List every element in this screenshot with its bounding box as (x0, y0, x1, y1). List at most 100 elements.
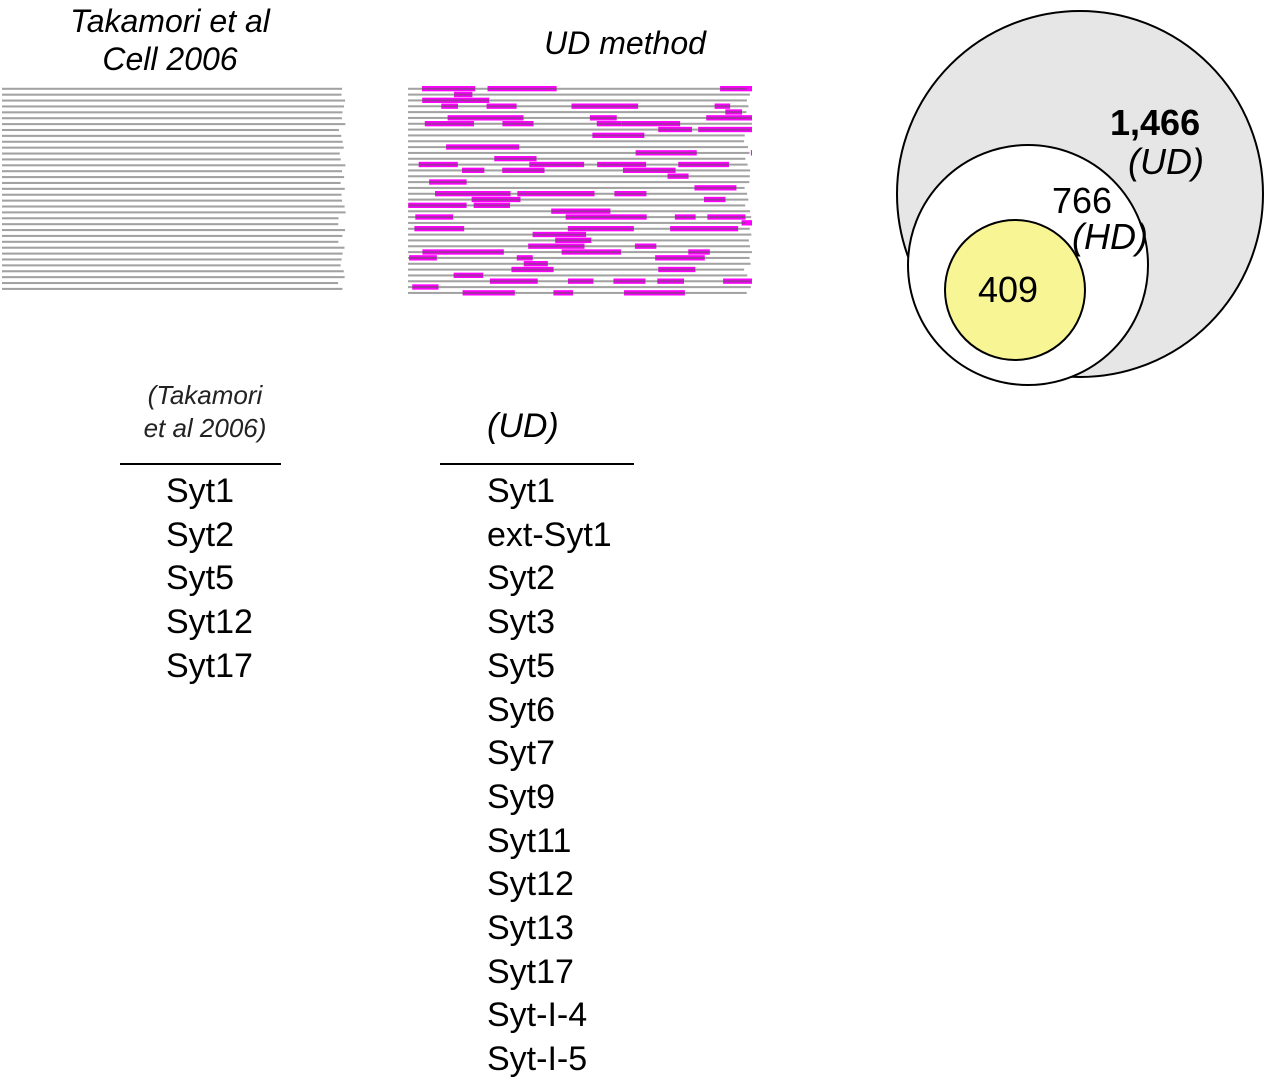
sequence-line (2, 193, 342, 196)
sequence-line (2, 152, 340, 155)
list-item: Syt17 (166, 646, 253, 685)
right-list-header: (UD) (487, 407, 559, 445)
sequence-line (2, 164, 346, 167)
sequence-line (2, 176, 345, 179)
left-list-divider (120, 463, 281, 465)
sequence-line (408, 221, 746, 224)
sequence-line (408, 233, 752, 236)
sequence-line (2, 158, 341, 161)
ud-sequence-image (408, 86, 752, 296)
sequence-line (408, 128, 751, 131)
sequence-line (408, 105, 749, 108)
middle-panel-title: UD method (544, 25, 706, 61)
sequence-line (2, 240, 339, 243)
left-title-line-1: Takamori et al (70, 3, 270, 39)
list-item: Syt1 (166, 472, 235, 510)
hd-label: (HD) (1072, 216, 1148, 257)
takamori-sequence-image (2, 86, 346, 292)
sequence-line (408, 122, 752, 125)
sequence-line (408, 274, 748, 277)
venn-diagram (896, 10, 1264, 386)
list-item: Syt2 (166, 515, 235, 554)
sequence-line (408, 262, 751, 265)
sequence-line (408, 134, 745, 137)
sequence-line (2, 205, 345, 208)
list-item: Syt11 (487, 821, 572, 860)
left-header-line-2: et al 2006) (143, 413, 267, 443)
sequence-line (408, 116, 752, 119)
sequence-line (408, 291, 747, 294)
sequence-line (2, 140, 343, 143)
sequence-line (408, 146, 748, 149)
sequence-line (408, 198, 749, 201)
sequence-line (408, 163, 748, 166)
right-list-divider (440, 463, 634, 465)
list-item: Syt1 (487, 472, 556, 510)
sequence-line (2, 187, 345, 190)
list-item: Syt12 (487, 865, 574, 904)
sequence-line (2, 105, 345, 108)
sequence-line (2, 211, 346, 214)
list-item: Syt5 (166, 559, 235, 598)
sequence-line (408, 227, 750, 230)
list-item: Syt12 (166, 603, 253, 642)
ud-label: (UD) (1128, 141, 1204, 182)
left-header-line-1: (Takamori (147, 380, 263, 410)
sequence-line (408, 204, 746, 207)
list-item: Syt9 (487, 777, 556, 816)
sequence-line (408, 239, 749, 242)
overlap-count: 409 (978, 269, 1039, 310)
sequence-line (408, 87, 747, 90)
sequence-line (408, 157, 746, 160)
list-item: Syt5 (487, 646, 556, 685)
sequence-line (2, 276, 345, 279)
sequence-line (408, 210, 751, 213)
sequence-line (2, 111, 343, 114)
sequence-line (408, 280, 751, 283)
sequence-line (2, 87, 343, 90)
sequence-line (408, 186, 745, 189)
sequence-line (2, 234, 343, 237)
sequence-line (2, 217, 339, 220)
sequence-line (2, 199, 343, 202)
sequence-line (408, 111, 747, 114)
sequence-line (2, 134, 342, 137)
highlight-mark (750, 150, 752, 156)
left-panel-title: Takamori et al Cell 2006 (20, 2, 320, 78)
sequence-line (2, 270, 344, 273)
sequence-line (2, 258, 342, 261)
list-item: Syt6 (487, 690, 556, 729)
sequence-line (408, 192, 748, 195)
sequence-line (2, 117, 342, 120)
list-item: Syt-I-5 (487, 1040, 588, 1079)
sequence-line (408, 216, 752, 219)
ud-count: 1,466 (1110, 102, 1201, 143)
left-list-header: (Takamori et al 2006) (105, 379, 305, 445)
sequence-line (2, 128, 339, 132)
sequence-line (2, 146, 344, 149)
sequence-line (2, 181, 341, 184)
sequence-line (408, 181, 750, 184)
sequence-line (408, 169, 751, 172)
sequence-line (408, 93, 750, 96)
list-item: Syt-I-4 (487, 996, 588, 1035)
list-item: Syt17 (487, 952, 574, 991)
sequence-line (2, 246, 345, 249)
sequence-line (2, 93, 342, 96)
hd-count: 766 (1052, 180, 1113, 221)
sequence-line (2, 223, 339, 226)
sequence-line (408, 175, 750, 178)
sequence-line (408, 268, 745, 271)
sequence-line (408, 286, 751, 289)
list-item: ext-Syt1 (487, 515, 612, 554)
sequence-line (2, 170, 343, 173)
sequence-line (2, 252, 343, 255)
sequence-line (408, 151, 750, 154)
highlight-mark (741, 220, 752, 226)
list-item: Syt2 (487, 559, 556, 598)
list-item: Syt7 (487, 734, 556, 773)
sequence-line (2, 287, 343, 290)
inner-circle (944, 219, 1086, 361)
